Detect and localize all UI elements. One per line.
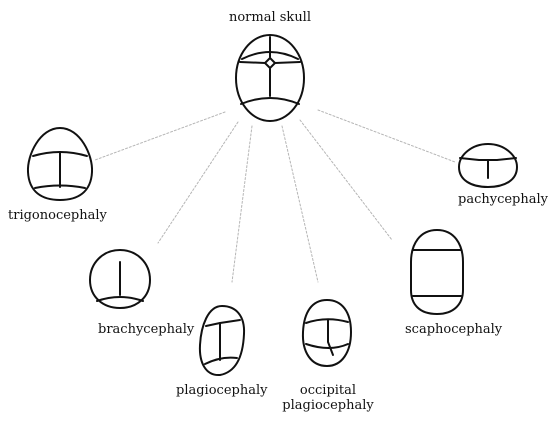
brachycephaly-label: brachycephaly xyxy=(98,322,194,337)
connector-plagiocephaly xyxy=(232,126,252,282)
trigonocephaly-skull-icon xyxy=(28,128,92,200)
plagiocephaly-skull-icon xyxy=(200,306,244,375)
connector-trigonocephaly xyxy=(95,112,225,160)
trigonocephaly-label: trigonocephaly xyxy=(8,208,107,223)
connector-occipital-plagiocephaly xyxy=(282,126,318,282)
connector-lines xyxy=(95,110,455,282)
pachycephaly-skull-icon xyxy=(459,144,517,187)
pachycephaly-label: pachycephaly xyxy=(458,192,548,207)
connector-brachycephaly xyxy=(158,122,238,243)
scaphocephaly-label: scaphocephaly xyxy=(405,322,502,337)
connector-pachycephaly xyxy=(318,110,455,162)
scaphocephaly-skull-icon xyxy=(411,230,463,314)
occipital-plagiocephaly-label-line2: plagiocephaly xyxy=(275,398,381,413)
brachycephaly-skull-icon xyxy=(90,250,150,308)
connector-scaphocephaly xyxy=(300,120,392,240)
occipital-plagiocephaly-skull-icon xyxy=(303,300,351,366)
plagiocephaly-label: plagiocephaly xyxy=(176,383,267,398)
normal-skull-label: normal skull xyxy=(222,10,318,25)
normal-skull-icon xyxy=(236,35,304,121)
occipital-plagiocephaly-label: occipital plagiocephaly xyxy=(275,383,381,413)
occipital-plagiocephaly-label-line1: occipital xyxy=(275,383,381,398)
